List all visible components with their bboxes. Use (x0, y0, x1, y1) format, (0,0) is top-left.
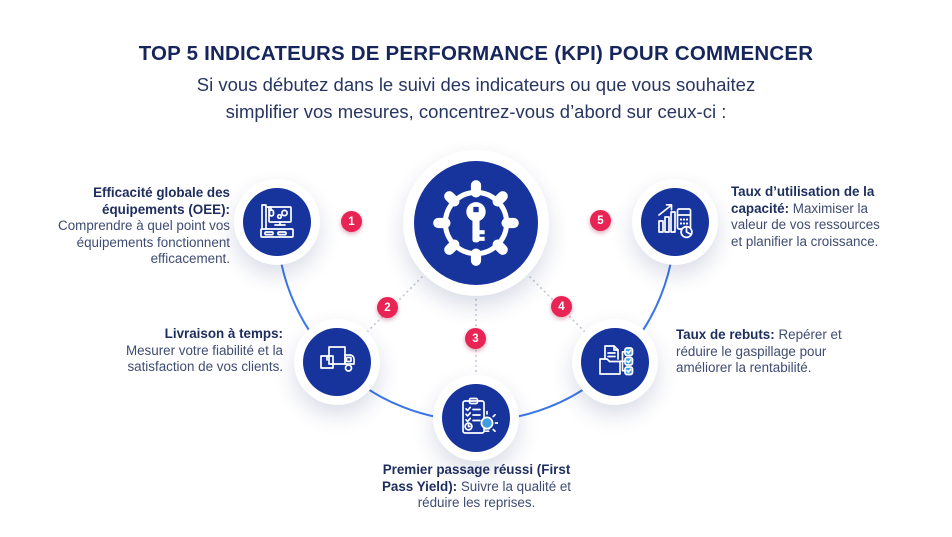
kpi-5-heading: Taux d’utilisation de la capacité: (731, 184, 875, 216)
folder-checkboxes-icon (599, 345, 634, 376)
kpi-2-body: Mesurer votre fiabilité et la satisfacti… (125, 342, 283, 375)
kpi-3-body: Suivre la qualité et réduire les reprise… (417, 478, 572, 511)
kpi-1-blue-disc (243, 188, 311, 256)
kpi-4-text: Taux de rebuts: Repérer et réduire le ga… (676, 327, 850, 377)
kpi-4-heading: Taux de rebuts: (676, 327, 775, 342)
growth-chart-calculator-icon (658, 203, 693, 239)
kpi-4-circle (572, 319, 658, 405)
kpi-1-body: Comprendre à quel point vos équipements … (58, 218, 230, 267)
kpi-3-blue-disc (442, 384, 510, 452)
checklist-lightbulb-icon (462, 397, 498, 434)
page-subtitle: Si vous débutez dans le suivi des indica… (0, 72, 952, 126)
kpi-2-text: Livraison à temps: Mesurer votre fiabili… (113, 326, 283, 376)
kpi-1-heading: Efficacité globale des équipements (OEE)… (93, 185, 230, 217)
kpi-3-text: Premier passage réussi (First Pass Yield… (366, 462, 587, 512)
kpi-2-circle (294, 319, 380, 405)
kpi-2-heading: Livraison à temps: (164, 326, 283, 341)
gear-key-icon (433, 180, 519, 266)
page-title: TOP 5 INDICATEURS DE PERFORMANCE (KPI) P… (138, 42, 814, 65)
kpi-2-blue-disc (303, 328, 371, 396)
kpi-3-number-badge: 3 (465, 328, 486, 349)
central-hub-blue-disc (414, 161, 538, 285)
subtitle-line-2: simplifier vos mesures, concentrez-vous … (225, 100, 727, 122)
kpi-5-number-badge: 5 (590, 210, 611, 231)
kpi-1-circle (234, 179, 320, 265)
kpi-3-circle (433, 375, 519, 461)
delivery-truck-icon (320, 346, 355, 372)
kpi-5-body: Maximiser la valeur de vos ressources et… (731, 200, 880, 249)
kpi-4-body: Repérer et réduire le gaspillage pour am… (676, 327, 842, 376)
central-hub-circle (403, 150, 549, 296)
kpi-2-number-badge: 2 (377, 297, 398, 318)
factory-machine-icon (260, 204, 294, 238)
kpi-5-circle (632, 179, 718, 265)
kpi-1-text: Efficacité globale des équipements (OEE)… (55, 185, 230, 268)
subtitle-line-1: Si vous débutez dans le suivi des indica… (196, 74, 756, 95)
kpi-4-number-badge: 4 (551, 296, 572, 317)
kpi-5-blue-disc (641, 188, 709, 256)
kpi-1-number-badge: 1 (341, 211, 362, 232)
kpi-4-blue-disc (581, 328, 649, 396)
kpi-3-heading: Premier passage réussi (First Pass Yield… (381, 462, 571, 494)
kpi-5-text: Taux d’utilisation de la capacité: Maxim… (731, 184, 887, 250)
